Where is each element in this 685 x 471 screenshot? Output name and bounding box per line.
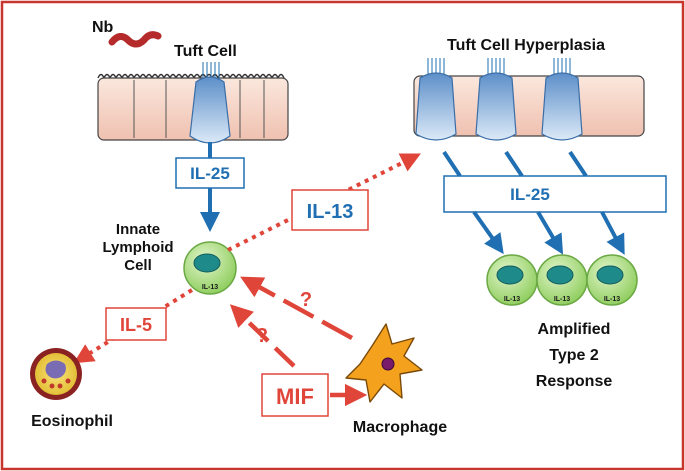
amplified-label-line3: Response: [536, 373, 613, 390]
mif-box: [261, 373, 329, 417]
ilc-il13-label: IL-13: [202, 284, 218, 291]
tuft-cell-hyperplasia-2-icon: [475, 58, 517, 141]
arrow-segment-2b: [536, 210, 564, 255]
arrow-segment-3a: [568, 150, 588, 178]
left-epithelium: Nb Tuft Cell: [92, 19, 289, 144]
eosinophil-label: Eosinophil: [31, 413, 113, 430]
il5-box: [105, 307, 167, 341]
macrophage-icon: [345, 323, 423, 403]
mif-box-label: MIF: [276, 384, 314, 409]
tuft-cell-icon: [189, 62, 231, 144]
epithelium-layer-right: [413, 75, 645, 137]
amplified-cell-1-icon: IL-13: [486, 254, 538, 306]
il25-left-box: [175, 157, 245, 189]
macrophage-label: Macrophage: [353, 419, 447, 436]
tuft-hyperplasia-label: Tuft Cell Hyperplasia: [447, 37, 605, 54]
tuft-cell-label: Tuft Cell: [174, 43, 237, 60]
amplified-cell-3-label: IL-13: [604, 296, 620, 303]
ilc-label-line2: Lymphoid: [102, 239, 173, 256]
ilc-label-line3: Cell: [124, 257, 152, 274]
il5-box-label: IL-5: [120, 315, 152, 335]
il25-left-label: IL-25: [190, 164, 230, 183]
arrow-mif-to-ilc: [229, 304, 296, 368]
arrow-segment-3b: [600, 211, 625, 255]
amplified-cell-2-label: IL-13: [554, 296, 570, 303]
il25-right-label: IL-25: [510, 185, 550, 204]
amplified-cell-2-icon: IL-13: [536, 254, 588, 306]
arrow-segment-1b: [472, 210, 504, 255]
arrow-macrophage-to-ilc: [240, 276, 354, 340]
arrow-segment-1a: [442, 150, 462, 178]
amplified-label-line2: Type 2: [549, 347, 599, 364]
tuft-cell-hyperplasia-3-icon: [541, 58, 583, 141]
microvilli-left: [97, 73, 285, 80]
amplified-label-line1: Amplified: [538, 321, 611, 338]
il13-box-label: IL-13: [307, 201, 354, 223]
nb-label: Nb: [92, 19, 114, 36]
arrow-segment-2a: [504, 150, 524, 178]
il13-box: [291, 189, 369, 231]
innate-lymphoid-cell-icon: IL-13: [183, 241, 237, 295]
question-mark-upper: ?: [300, 289, 312, 311]
ilc-label-line1: Innate: [116, 221, 160, 238]
amplified-cell-1-label: IL-13: [504, 296, 520, 303]
question-mark-lower: ?: [256, 325, 268, 347]
right-epithelium: [413, 58, 645, 141]
amplified-cell-3-icon: IL-13: [586, 254, 638, 306]
il25-right-box: [443, 175, 667, 213]
tuft-cell-hyperplasia-1-icon: [415, 58, 457, 141]
nb-worm-icon: [108, 31, 162, 48]
eosinophil-icon: [30, 348, 82, 400]
